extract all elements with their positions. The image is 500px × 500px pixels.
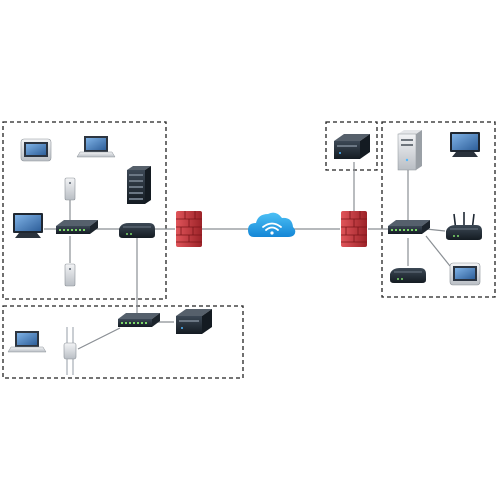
monitor-icon	[450, 132, 480, 157]
tablet-icon	[449, 262, 481, 286]
laptop-icon	[7, 330, 47, 353]
firewall-icon	[340, 210, 368, 248]
server-rack-icon	[127, 166, 151, 204]
server-box-icon	[176, 309, 212, 334]
access-point-icon	[64, 177, 76, 201]
firewall-icon	[175, 210, 203, 248]
zone-lan-right	[381, 121, 496, 298]
access-point-icon	[64, 263, 76, 287]
router-icon	[389, 267, 427, 284]
zone-wireless-bottom	[2, 305, 244, 379]
wifi-cloud-icon	[248, 212, 296, 237]
wireless-router-icon	[445, 212, 483, 241]
ceiling-access-point-icon	[63, 327, 77, 375]
zone-lan-left	[2, 121, 167, 300]
monitor-icon	[13, 213, 43, 238]
switch-icon	[388, 220, 430, 234]
tablet-icon	[20, 138, 52, 162]
tower-server-icon	[397, 130, 422, 171]
link-ceiling-ap-switch	[77, 327, 121, 350]
link-switch-tablet-right	[425, 235, 451, 267]
link-switch-wireless-router	[425, 228, 446, 232]
switch-icon	[118, 313, 160, 327]
switch-icon	[56, 220, 98, 234]
router-icon	[118, 222, 156, 239]
laptop-icon	[76, 135, 116, 158]
server-box-icon	[334, 134, 370, 159]
